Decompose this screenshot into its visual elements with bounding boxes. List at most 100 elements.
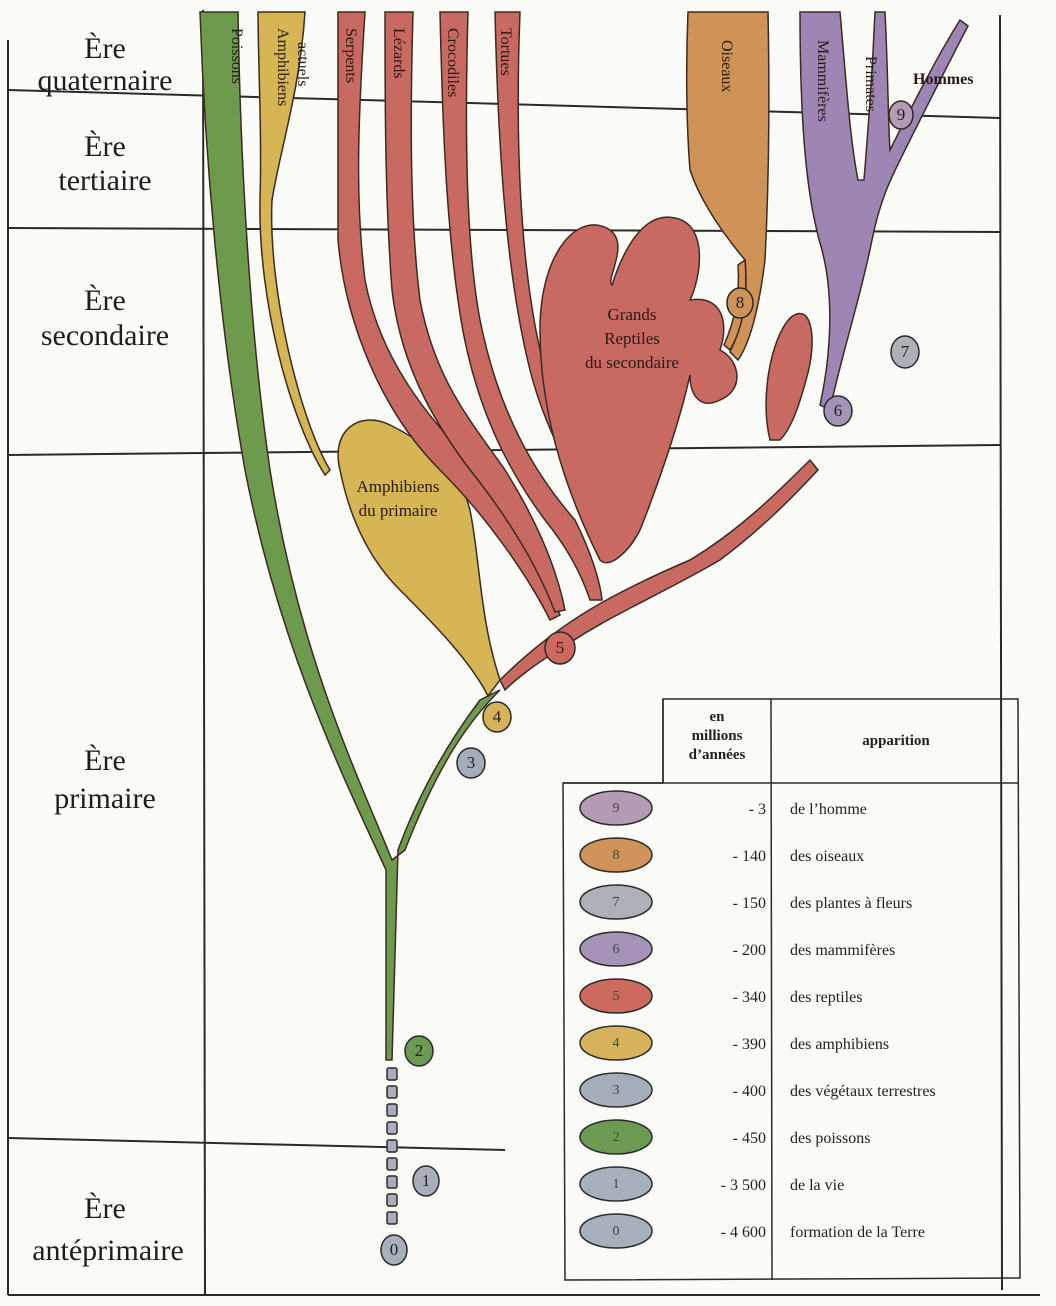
era-tertiaire-line2: tertiaire (58, 164, 151, 197)
label-amphibiens-primaire-2: du primaire (359, 501, 438, 520)
marker-2-num: 2 (415, 1041, 424, 1060)
marker-6: 6 (824, 396, 852, 426)
marker-3-num: 3 (467, 753, 476, 772)
legend-row: 0 - 4 600 formation de la Terre (580, 1214, 925, 1248)
stem-segment (387, 1140, 397, 1152)
label-amphibiens-actuels-1: Amphibiens (274, 28, 291, 106)
stem-segment (387, 1068, 397, 1080)
label-primates: Primates (862, 56, 879, 112)
marker-6-num: 6 (834, 401, 843, 420)
label-amphibiens-actuels-2: actuels (294, 42, 311, 86)
legend-oval-num: 3 (613, 1083, 620, 1098)
marker-8-num: 8 (736, 293, 745, 312)
legend-row: 4 - 390 des amphibiens (580, 1026, 889, 1060)
label-serpents: Serpents (342, 28, 359, 83)
legend-col1-header-1: en (710, 709, 726, 725)
era-labels: Ère quaternaire Ère tertiaire Ère second… (32, 32, 184, 1267)
legend-years: - 200 (733, 942, 766, 959)
legend-row: 3- 400des végétaux terrestres (580, 1073, 936, 1107)
marker-8: 8 (727, 288, 753, 318)
legend-row: 1 - 3 500 de la vie (580, 1167, 844, 1201)
blob-reptile-side (766, 314, 812, 440)
legend-label: des mammifères (790, 942, 895, 959)
legend-oval-num: 4 (613, 1036, 620, 1051)
marker-9: 9 (889, 101, 913, 129)
legend-oval-num: 6 (613, 942, 620, 957)
legend-oval-num: 5 (613, 989, 620, 1004)
era-secondaire-line2: secondaire (41, 319, 169, 352)
stem-segment (387, 1194, 397, 1206)
marker-7-num: 7 (901, 342, 910, 361)
marker-4: 4 (483, 702, 511, 732)
label-amphibiens-primaire-1: Amphibiens (356, 477, 439, 496)
label-mammiferes: Mammifères (814, 40, 831, 122)
marker-4-num: 4 (493, 707, 502, 726)
legend-row: 9- 3de l’homme (580, 791, 867, 825)
era-tertiaire-line1: Ère (84, 130, 126, 163)
stem-segment (387, 1176, 397, 1188)
marker-9-num: 9 (897, 105, 906, 124)
legend-label: des reptiles (790, 989, 862, 1006)
era-anteprimaire-line1: Ère (84, 1192, 126, 1225)
label-grands-reptiles-3: du secondaire (585, 353, 679, 372)
legend-years: - 3 (749, 801, 766, 818)
era-quaternaire-line1: Ère (84, 32, 126, 65)
marker-7: 7 (891, 336, 919, 368)
era-quaternaire-line2: quaternaire (38, 64, 173, 97)
legend-years: - 150 (733, 895, 766, 912)
early-life-stem (387, 1068, 397, 1224)
legend-years: - 140 (733, 848, 766, 865)
legend-label: des poissons (790, 1130, 870, 1147)
legend-years: - 3 500 (721, 1177, 766, 1194)
label-grands-reptiles-1: Grands (607, 305, 656, 324)
stem-segment (387, 1086, 397, 1098)
legend-years: - 340 (733, 989, 766, 1006)
legend-years: - 4 600 (721, 1224, 766, 1241)
era-column-divider (203, 10, 205, 1295)
legend-label: de la vie (790, 1177, 844, 1194)
marker-3: 3 (457, 748, 485, 778)
label-crocodiles: Crocodiles (444, 28, 461, 97)
era-line-primary (8, 1138, 505, 1150)
legend-col-divider (771, 699, 772, 1280)
legend-oval-num: 2 (613, 1130, 620, 1145)
label-tortues: Tortues (497, 28, 514, 76)
legend-col2-header: apparition (862, 733, 930, 749)
stem-segment (387, 1104, 397, 1116)
legend-label: des plantes à fleurs (790, 895, 912, 912)
right-border (1000, 15, 1002, 1290)
label-hommes: Hommes (913, 71, 973, 88)
marker-1: 1 (413, 1166, 439, 1196)
legend-label: de l’homme (790, 801, 867, 818)
era-primaire-line2: primaire (54, 782, 156, 815)
diagram-frame (8, 10, 1040, 1295)
stem-segment (387, 1122, 397, 1134)
branch-amphibiens-actuels (258, 12, 330, 475)
marker-1-num: 1 (422, 1171, 431, 1190)
legend-oval-num: 0 (613, 1224, 620, 1239)
legend-label: des amphibiens (790, 1036, 889, 1053)
era-secondaire-line1: Ère (84, 284, 126, 317)
marker-0: 0 (381, 1235, 407, 1265)
stem-segment (387, 1158, 397, 1170)
legend-label: des oiseaux (790, 848, 864, 865)
era-primaire-line1: Ère (84, 744, 126, 777)
marker-0-num: 0 (390, 1240, 399, 1259)
legend-oval-num: 1 (613, 1177, 620, 1192)
marker-5-num: 5 (556, 638, 565, 657)
legend-row: 5 - 340 des reptiles (580, 979, 862, 1013)
legend-label: formation de la Terre (790, 1224, 925, 1241)
label-grands-reptiles-2: Reptiles (604, 329, 660, 348)
stem-segment (387, 1212, 397, 1224)
marker-2: 2 (405, 1036, 433, 1066)
legend-oval-num: 8 (613, 848, 620, 863)
legend-years: - 390 (733, 1036, 766, 1053)
legend-col1-header-2: millions (692, 728, 743, 744)
legend-row: 6 - 200 des mammifères (580, 932, 895, 966)
label-lezards: Lézards (390, 28, 407, 79)
blob-grands-reptiles (540, 217, 737, 563)
